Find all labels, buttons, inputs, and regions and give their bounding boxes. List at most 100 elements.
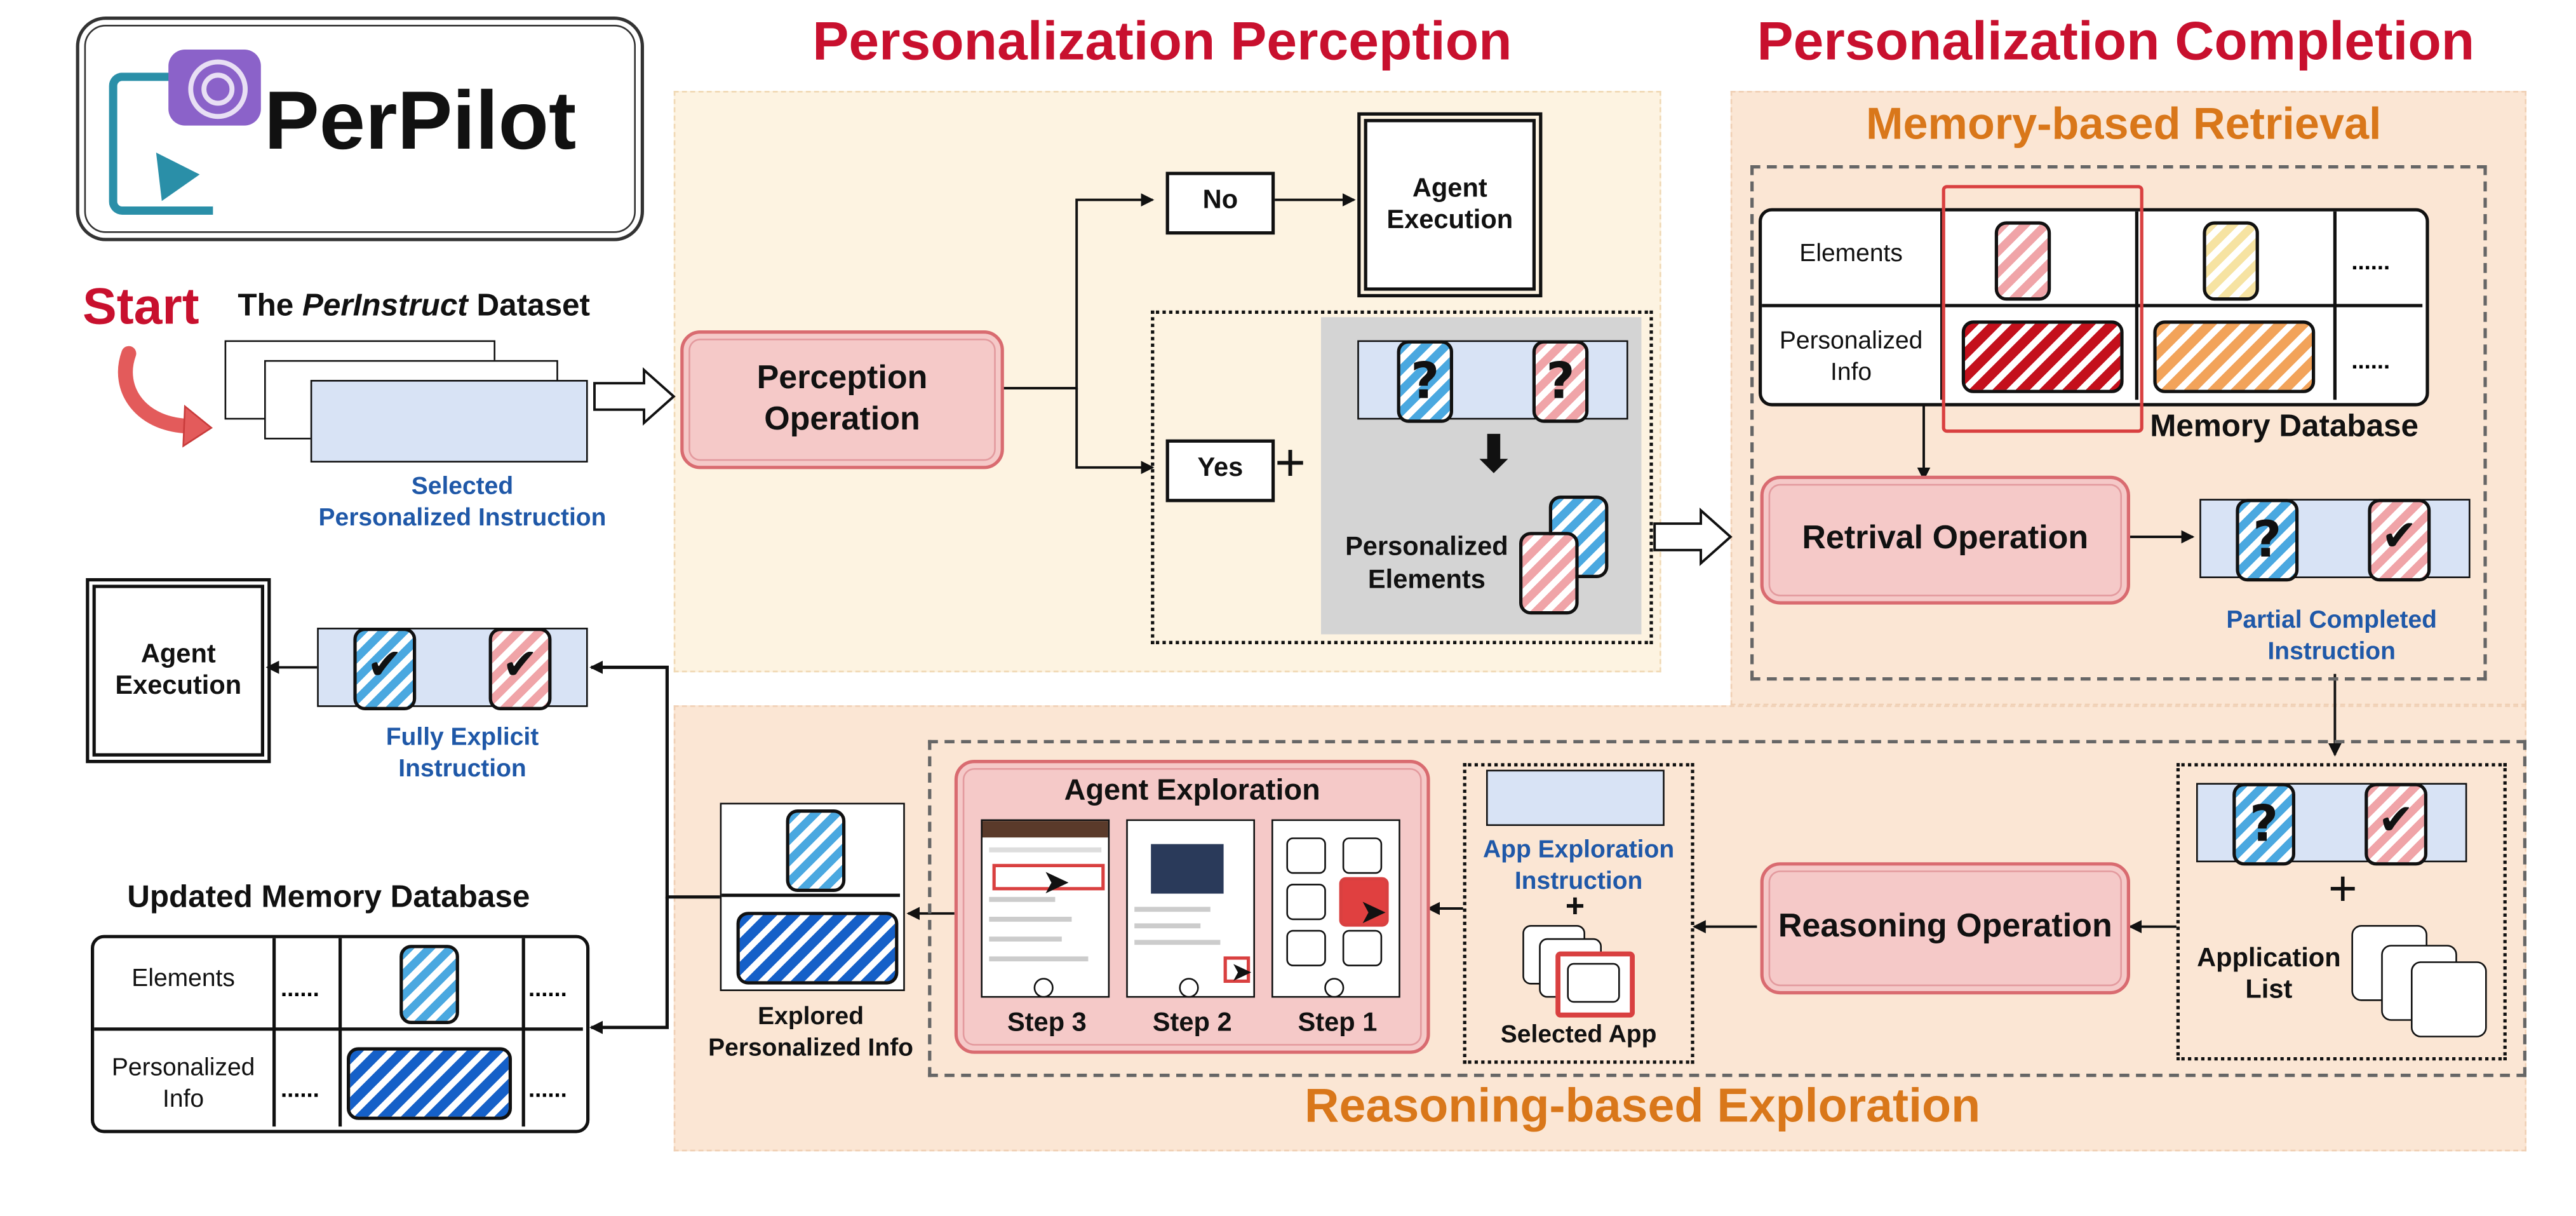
question-mark: ? [1411, 353, 1440, 412]
agent-exec-final-2: Execution [115, 672, 242, 701]
reasoning-operation [1760, 862, 2130, 995]
personalized-elements-1: Personalized [1345, 533, 1508, 562]
retrieval-title: Memory-based Retrieval [1866, 99, 2382, 149]
home-button-3 [1033, 978, 1054, 998]
home-button-1 [1324, 978, 1345, 998]
updated-table-hline [94, 1027, 583, 1030]
retrieval-op-label: Retrival Operation [1802, 520, 2089, 557]
updated-ellipsis-3: ...... [528, 975, 567, 1001]
updated-table-vline-2 [339, 938, 341, 1127]
dataset-suffix: Dataset [467, 288, 590, 324]
updated-ellipsis-2: ...... [280, 1075, 319, 1102]
home-button-2 [1179, 978, 1199, 998]
memory-info-red [1961, 320, 2124, 393]
agent-exploration-title: Agent Exploration [1064, 773, 1320, 806]
agent-execution-box-final [86, 578, 271, 764]
phone-step1 [1271, 819, 1400, 998]
logo-icon [109, 50, 261, 215]
retrieval-frame [1750, 165, 2487, 681]
dataset-title: The PerInstruct Dataset [238, 289, 590, 325]
yes-plus: + [1275, 433, 1306, 492]
application-list-frame [2176, 763, 2507, 1061]
selected-app-card [1555, 951, 1635, 1018]
logo-name: PerPilot [264, 74, 577, 167]
explored-info-blue [736, 912, 899, 985]
updated-memory-title: Updated Memory Database [127, 880, 530, 915]
memory-ellipsis-2: ...... [2351, 347, 2391, 374]
updated-row-info-1: Personalized [111, 1053, 255, 1082]
app-list-caption-2: List [2245, 976, 2293, 1004]
updated-ellipsis-4: ...... [528, 1075, 567, 1102]
selected-caption-1: Selected [411, 472, 514, 501]
agent-execution-box-top [1357, 112, 1543, 297]
check-mark: ✔ [2381, 512, 2418, 562]
app-list-unknown-card: ? [2232, 783, 2295, 866]
memory-element-yellow [2203, 221, 2259, 301]
updated-row-info-2: Info [163, 1085, 205, 1114]
memory-row-elements: Elements [1799, 240, 1903, 268]
updated-table-vline-1 [272, 938, 275, 1127]
retrieval-highlight [1942, 185, 2143, 433]
down-arrow-icon: ⬇ [1473, 428, 1515, 483]
partial-caption-2: Instruction [2267, 637, 2396, 666]
updated-info-blue [347, 1047, 512, 1120]
check-mark: ✔ [366, 640, 403, 691]
memory-table-vline-1 [1940, 211, 1943, 400]
app-list-known-card: ✔ [2365, 783, 2427, 866]
step3-label: Step 3 [1007, 1009, 1087, 1037]
question-mark: ? [1546, 353, 1575, 412]
logo-box [76, 17, 644, 241]
agent-exec-top-2: Execution [1386, 206, 1513, 235]
app-instruction-strip [1486, 769, 1665, 826]
agent-exec-final-1: Agent [140, 640, 216, 669]
updated-row-elements: Elements [131, 964, 235, 993]
app-instruction-frame [1463, 763, 1694, 1064]
memory-info-orange [2153, 320, 2316, 393]
app-list-caption-1: Application [2197, 945, 2341, 973]
explored-info-divider [721, 893, 900, 896]
partial-known-card: ✔ [2368, 499, 2431, 582]
perception-title: Personalization Perception [812, 10, 1512, 71]
reasoning-op-label: Reasoning Operation [1778, 909, 2112, 945]
memory-db-label: Memory Database [2150, 409, 2419, 445]
element-card-pink [1519, 532, 1579, 615]
memory-ellipsis-1: ...... [2351, 248, 2391, 274]
question-mark: ? [2253, 512, 2282, 570]
memory-element-pink [1994, 221, 2051, 301]
app-list-plus: + [2328, 862, 2358, 917]
memory-table-vline-3 [2333, 211, 2336, 400]
phone-step2 [1126, 819, 1255, 998]
dataset-prefix: The [238, 288, 302, 324]
retrieval-operation [1760, 475, 2130, 605]
check-mark: ✔ [2378, 796, 2414, 846]
personalized-elements-2: Elements [1367, 566, 1486, 595]
perception-op-line1: Perception [756, 360, 928, 396]
selected-caption-2: Personalized Instruction [318, 504, 607, 532]
yes-label: Yes [1197, 454, 1244, 483]
app-instr-caption-1: App Exploration [1483, 835, 1675, 864]
updated-element-blue [399, 945, 459, 1024]
app-plus: + [1565, 888, 1585, 925]
start-label: Start [83, 277, 199, 335]
memory-row-info-1: Personalized [1779, 327, 1923, 355]
exploration-title: Reasoning-based Exploration [1305, 1080, 1981, 1133]
exploration-frame [928, 740, 2526, 1078]
step2-label: Step 2 [1152, 1009, 1232, 1037]
perception-operation [680, 330, 1004, 470]
explored-caption-2: Personalized Info [708, 1034, 914, 1062]
cursor-icon: ➤ [1043, 865, 1069, 899]
updated-table-vline-3 [521, 938, 525, 1127]
memory-table-vline-2 [2135, 211, 2138, 400]
partial-unknown-card: ? [2236, 499, 2299, 582]
yes-box [1165, 439, 1275, 503]
question-mark: ? [2249, 796, 2279, 855]
completion-title: Personalization Completion [1757, 10, 2475, 71]
fully-caption-1: Fully Explicit [386, 723, 539, 752]
selected-app-label: Selected App [1500, 1020, 1657, 1049]
phone-step3 [981, 819, 1110, 998]
step1-label: Step 1 [1298, 1009, 1378, 1037]
perception-op-line2: Operation [764, 401, 920, 438]
check-mark: ✔ [502, 640, 539, 691]
partial-caption-1: Partial Completed [2226, 606, 2437, 635]
dataset-name: PerInstruct [302, 288, 468, 324]
